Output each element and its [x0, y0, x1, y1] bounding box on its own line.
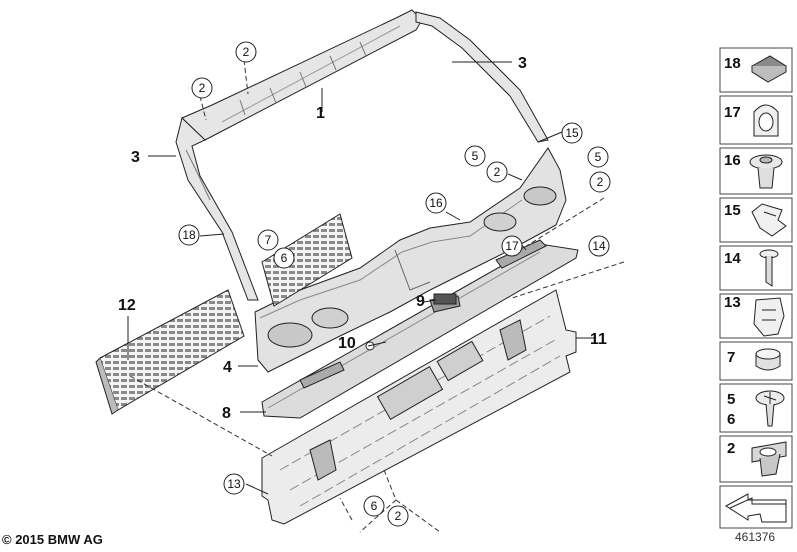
- callout-12: 12: [118, 297, 136, 314]
- circled-2: 2: [597, 175, 604, 189]
- retainer-clip-icon: [753, 297, 785, 337]
- circled-15: 15: [565, 126, 579, 140]
- spring-clip-icon: [751, 203, 787, 237]
- leader-lines: [127, 61, 596, 495]
- callout-8: 8: [222, 405, 231, 422]
- callout-3-right: 3: [518, 55, 527, 72]
- callout-3-left: 3: [131, 149, 140, 166]
- legend-label: 7: [727, 349, 735, 366]
- callout-4: 4: [223, 359, 232, 376]
- sill-strip-8: [261, 239, 579, 419]
- copyright-text: © 2015 BMW AG: [2, 532, 103, 547]
- legend-label: 13: [724, 294, 741, 311]
- circled-numbers: 2 2 5 2 5 2 15 16 18 7 6 17 14 13 6 2: [182, 45, 606, 523]
- circled-2: 2: [199, 81, 206, 95]
- legend-label: 14: [724, 250, 741, 267]
- circled-18: 18: [182, 228, 196, 242]
- document-number: 461376: [735, 530, 776, 544]
- reference-lines: [129, 59, 625, 533]
- parts-legend: 18 17 16 15 14 13 7 5 6 2: [719, 47, 793, 529]
- legend-label: 2: [727, 440, 735, 457]
- push-pin-icon: [759, 249, 779, 287]
- legend-label: 6: [727, 411, 735, 428]
- lower-trim-panel: [254, 147, 567, 373]
- callout-11: 11: [590, 331, 607, 348]
- circled-2: 2: [395, 509, 402, 523]
- mesh-panel-12: [95, 289, 245, 415]
- circled-16: 16: [429, 196, 443, 210]
- circled-2: 2: [494, 165, 501, 179]
- expanding-rivet-icon: [749, 154, 783, 189]
- grommet-nut-icon: [751, 441, 787, 477]
- circled-7: 7: [265, 233, 272, 247]
- legend-label: 16: [724, 152, 741, 169]
- legend-label: 5: [727, 391, 735, 408]
- callout-labels: 1 3 3 4 8 9 10 11 12: [118, 55, 607, 422]
- circled-6: 6: [371, 499, 378, 513]
- legend-label: 18: [724, 55, 741, 72]
- carrier-panel-11: [261, 289, 577, 525]
- upper-trim-frame: [175, 9, 549, 301]
- clip-9: [433, 293, 457, 305]
- plug-cap-icon: [755, 348, 781, 371]
- arrow-icon: [725, 493, 787, 523]
- mesh-panel-upper: [261, 213, 353, 307]
- circled-13: 13: [227, 477, 241, 491]
- cap-icon: [753, 104, 779, 137]
- circled-labels: [178, 41, 611, 527]
- callout-1: 1: [316, 105, 325, 122]
- circled-5: 5: [472, 149, 479, 163]
- circled-6: 6: [281, 251, 288, 265]
- circled-5: 5: [595, 150, 602, 164]
- callout-9: 9: [416, 293, 425, 310]
- screw-icon: [755, 390, 785, 427]
- circled-17: 17: [505, 239, 519, 253]
- legend-label: 15: [724, 202, 741, 219]
- circled-14: 14: [592, 239, 606, 253]
- legend-label: 17: [724, 104, 741, 121]
- circled-2: 2: [243, 45, 250, 59]
- callout-10: 10: [338, 335, 356, 352]
- clip-nut-icon: [751, 55, 787, 83]
